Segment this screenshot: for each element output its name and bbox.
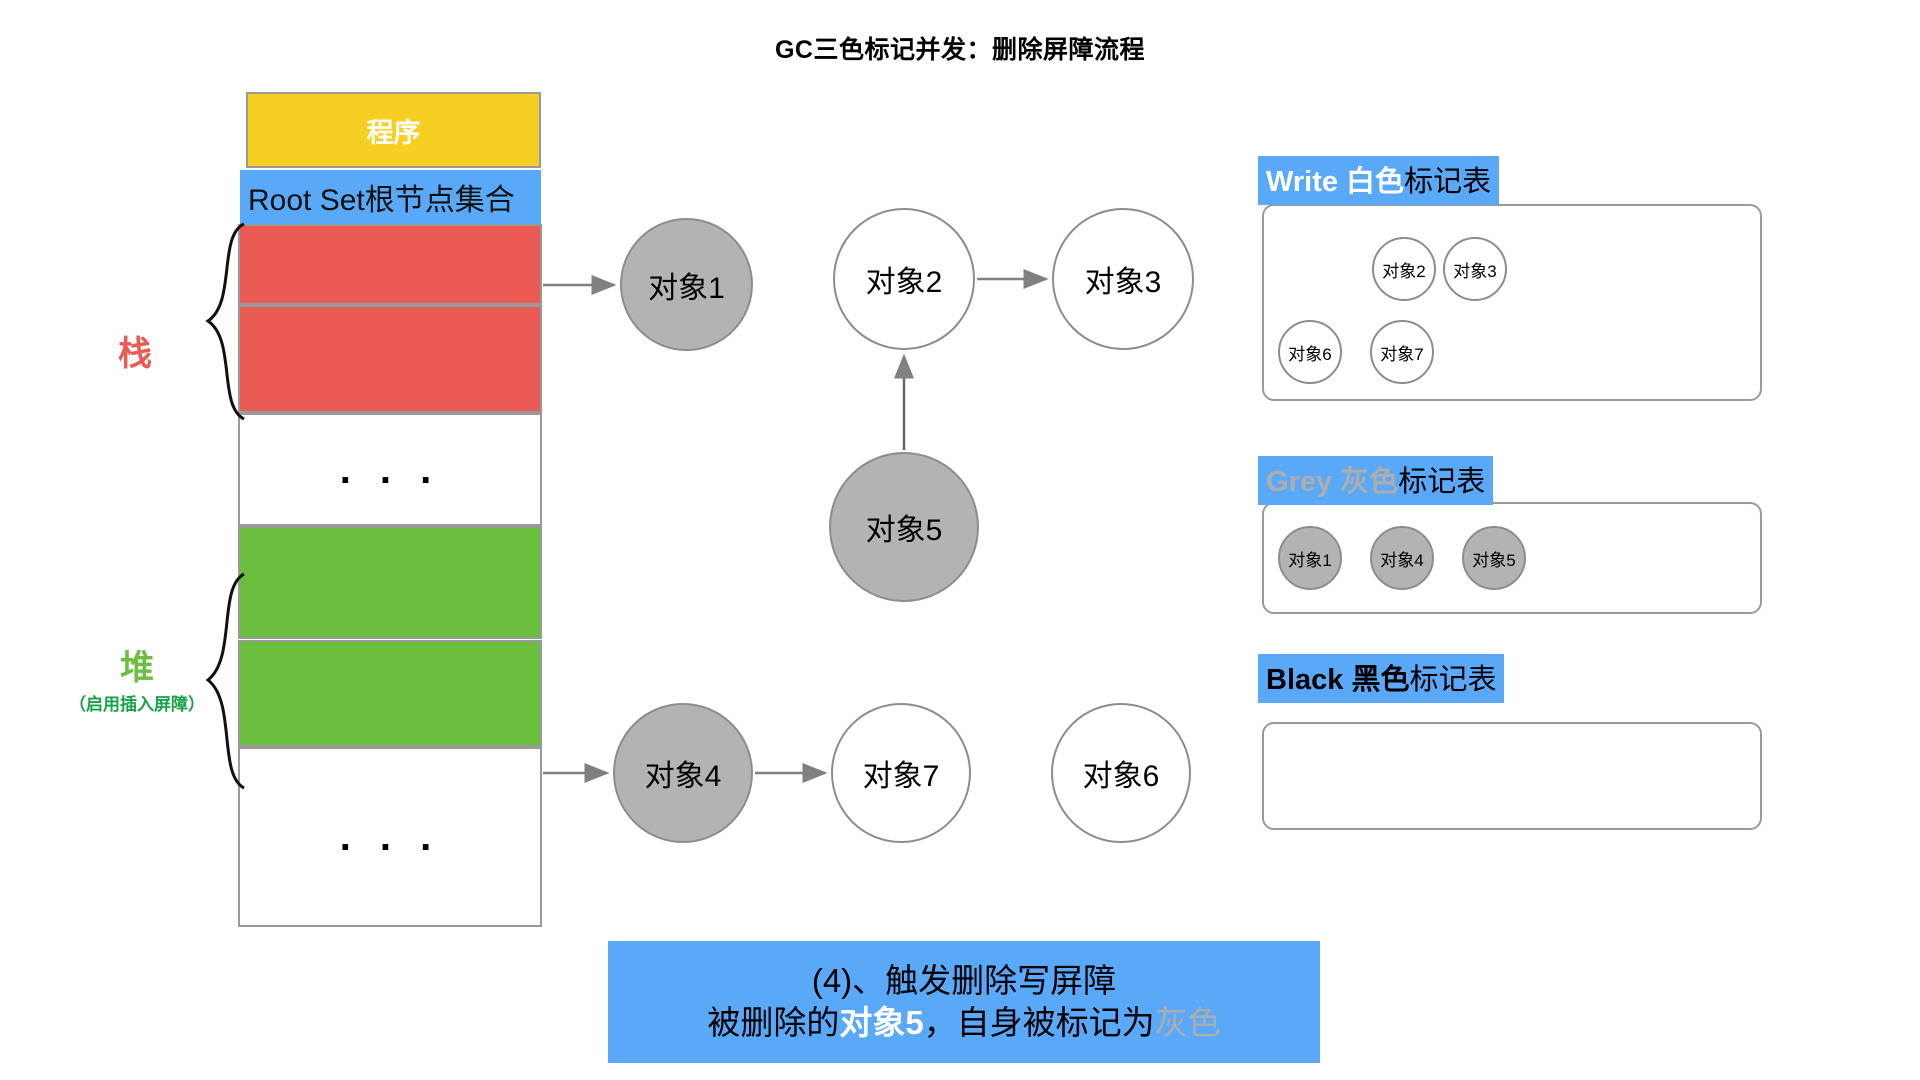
memory-block-rootset: Root Set根节点集合	[240, 170, 541, 224]
caption-color-grey: 灰色	[1154, 1004, 1221, 1041]
black-table-header-en: Black	[1266, 664, 1344, 696]
caption-part-2: ，自身被标记为	[923, 1004, 1155, 1041]
ellipsis-text: . . .	[339, 815, 441, 859]
caption-part-1: 被删除的	[707, 1004, 840, 1041]
heap-brace	[205, 572, 245, 790]
white-table-chip-obj2[interactable]: 对象2	[1372, 237, 1436, 301]
white-table-chip-obj6[interactable]: 对象6	[1278, 320, 1342, 384]
page-title: GC三色标记并发：删除屏障流程	[774, 36, 1145, 64]
step-caption: (4)、触发删除写屏障 被删除的对象5，自身被标记为灰色	[608, 941, 1320, 1063]
graph-node-obj1[interactable]: 对象1	[620, 218, 753, 351]
grey-table-header-cn: 灰色	[1340, 466, 1399, 498]
heap-slot-1	[238, 526, 542, 639]
white-table-chip-obj3[interactable]: 对象3	[1443, 237, 1507, 301]
grey-table-header-tail: 标记表	[1398, 466, 1486, 498]
grey-table-header: Grey 灰色标记表	[1258, 456, 1494, 505]
caption-line-2: 被删除的对象5，自身被标记为灰色	[707, 1002, 1220, 1044]
heap-sublabel: （启用插入屏障）	[69, 695, 205, 714]
graph-node-obj3[interactable]: 对象3	[1052, 208, 1194, 350]
black-table-header-cn: 黑色	[1351, 664, 1410, 696]
white-table-header-en: Write	[1266, 166, 1338, 198]
graph-node-obj2[interactable]: 对象2	[833, 208, 975, 350]
ellipsis-text: . . .	[339, 447, 441, 492]
caption-object-strong: 对象5	[839, 1004, 924, 1041]
stack-slot-1	[238, 224, 542, 305]
heap-label: 堆	[120, 649, 154, 687]
heap-ellipsis-slot: . . .	[238, 747, 542, 927]
stack-ellipsis-slot: . . .	[238, 413, 542, 526]
black-table-header-tail: 标记表	[1409, 664, 1497, 696]
stack-brace	[205, 222, 245, 421]
graph-node-obj5[interactable]: 对象5	[829, 452, 979, 602]
graph-node-obj4[interactable]: 对象4	[613, 703, 753, 843]
white-table-header-tail: 标记表	[1404, 166, 1492, 198]
stack-slot-2	[238, 305, 542, 413]
black-marker-table	[1262, 722, 1762, 830]
graph-node-obj6[interactable]: 对象6	[1051, 703, 1191, 843]
caption-line-1: (4)、触发删除写屏障	[811, 961, 1117, 999]
memory-block-program: 程序	[246, 92, 541, 168]
white-marker-table	[1262, 204, 1762, 401]
white-table-header: Write 白色标记表	[1258, 156, 1500, 205]
grey-table-header-en: Grey	[1266, 466, 1333, 498]
graph-node-obj7[interactable]: 对象7	[831, 703, 971, 843]
white-table-chip-obj7[interactable]: 对象7	[1370, 320, 1434, 384]
grey-table-chip-obj5[interactable]: 对象5	[1462, 526, 1526, 590]
grey-table-chip-obj4[interactable]: 对象4	[1370, 526, 1434, 590]
heap-slot-2	[238, 640, 542, 747]
stack-label: 栈	[118, 335, 152, 373]
grey-marker-table	[1262, 502, 1762, 614]
grey-table-chip-obj1[interactable]: 对象1	[1278, 526, 1342, 590]
white-table-header-cn: 白色	[1346, 166, 1405, 198]
black-table-header: Black 黑色标记表	[1258, 654, 1505, 703]
